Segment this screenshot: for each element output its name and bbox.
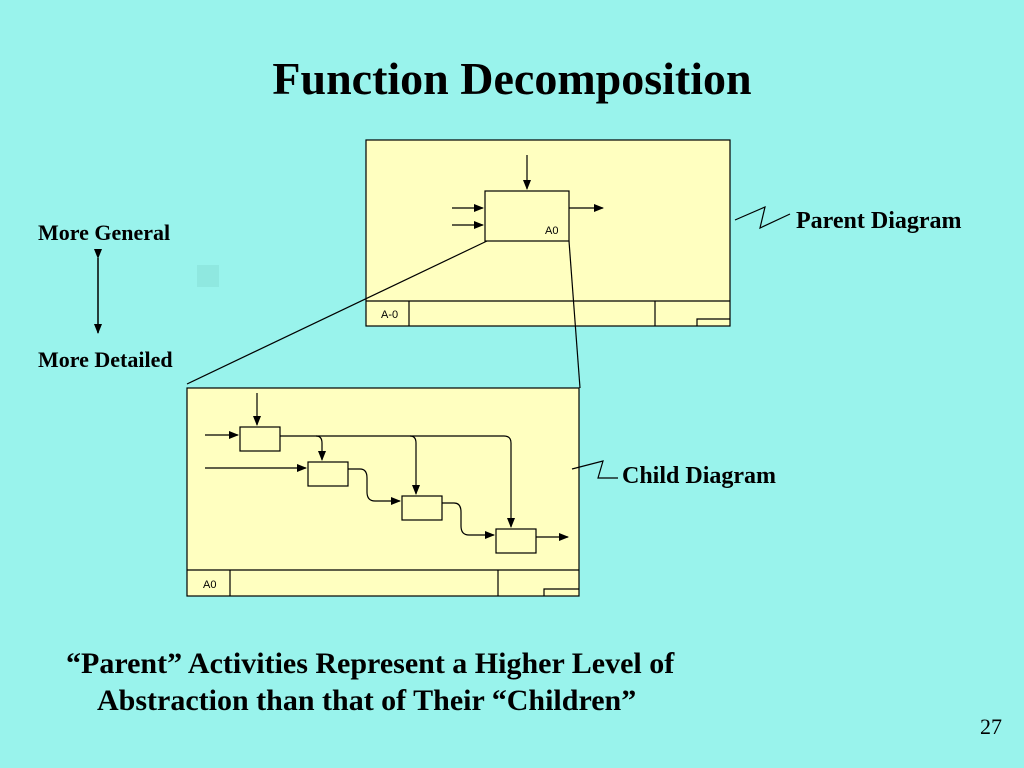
child-box-2 — [307, 461, 349, 487]
slide-title: Function Decomposition — [272, 53, 752, 104]
child-diagram-label: Child Diagram — [622, 463, 777, 489]
more-detailed-label: More Detailed — [38, 347, 173, 372]
parent-diagram: A-0 A0 — [365, 139, 731, 327]
child-node-label: A0 — [203, 579, 216, 591]
page-number: 27 — [980, 714, 1002, 739]
more-general-label: More General — [38, 220, 171, 245]
parent-leader-squiggle — [734, 205, 791, 230]
parent-node-label: A-0 — [381, 309, 398, 321]
child-diagram-frame — [186, 387, 580, 597]
projection-line-right — [568, 240, 581, 389]
child-box-3 — [401, 495, 443, 521]
child-diagram: A0 — [186, 387, 580, 597]
parent-activity-box — [484, 190, 570, 242]
parent-activity-box-label: A0 — [545, 225, 558, 237]
parent-diagram-label: Parent Diagram — [796, 208, 962, 234]
child-leader-squiggle — [571, 460, 618, 479]
child-box-1 — [239, 426, 281, 452]
caption-line-1: “Parent” Activities Represent a Higher L… — [66, 647, 675, 680]
caption-line-2: Abstraction than that of Their “Children… — [97, 684, 637, 717]
decorative-square — [197, 265, 219, 287]
projection-line-left — [186, 240, 488, 385]
child-box-4 — [495, 528, 537, 554]
